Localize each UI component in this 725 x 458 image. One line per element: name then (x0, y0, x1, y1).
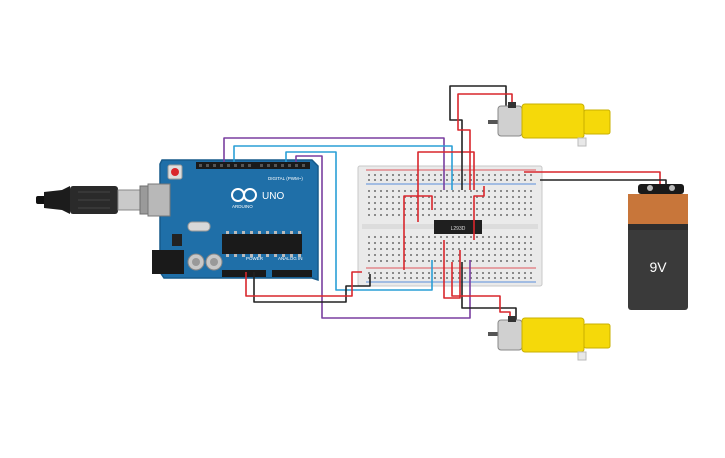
wire-black-motor-top (449, 85, 507, 190)
usb-jack (147, 183, 171, 217)
wire-black-1 (253, 272, 371, 303)
chip-label: L293D (451, 226, 466, 232)
breadboard-holes[interactable] (368, 174, 532, 279)
arduino-uno-board[interactable]: DIGITAL (PWM~) UNO ARDUINO POWER ANALOG … (147, 159, 319, 282)
battery-9v[interactable]: 9V (628, 184, 688, 310)
wire-blue-2 (285, 151, 433, 291)
wire-black-motor-bottom (461, 262, 517, 322)
digital-header[interactable] (196, 162, 310, 169)
digital-header-label: DIGITAL (PWM~) (268, 176, 303, 181)
usb-cable[interactable] (36, 185, 167, 215)
wire-red-5 (473, 186, 485, 240)
wires[interactable] (223, 85, 667, 322)
power-header[interactable] (222, 270, 266, 277)
wire-red-motor-bottom (451, 262, 511, 322)
motor-bottom[interactable] (488, 316, 611, 361)
power-header-label: POWER (246, 256, 264, 261)
atmega-chip (222, 234, 302, 254)
arduino-brand: ARDUINO (232, 204, 253, 209)
motor-top[interactable] (488, 102, 611, 147)
battery-label: 9V (649, 259, 667, 275)
wire-red-3 (417, 151, 475, 222)
wire-blue-1 (233, 145, 453, 190)
wire-red-motor-top (457, 93, 513, 190)
arduino-model: UNO (262, 191, 284, 202)
analog-header[interactable] (272, 270, 312, 277)
wire-red-battery (524, 171, 661, 188)
l293d-chip[interactable]: L293D (434, 220, 482, 234)
arduino-logo-icon (231, 188, 257, 202)
wire-red-1 (245, 271, 362, 297)
wire-purple-1 (223, 137, 445, 190)
dc-power-jack (152, 250, 184, 274)
wire-red-4 (443, 240, 461, 299)
analog-header-label: ANALOG IN (278, 256, 303, 261)
